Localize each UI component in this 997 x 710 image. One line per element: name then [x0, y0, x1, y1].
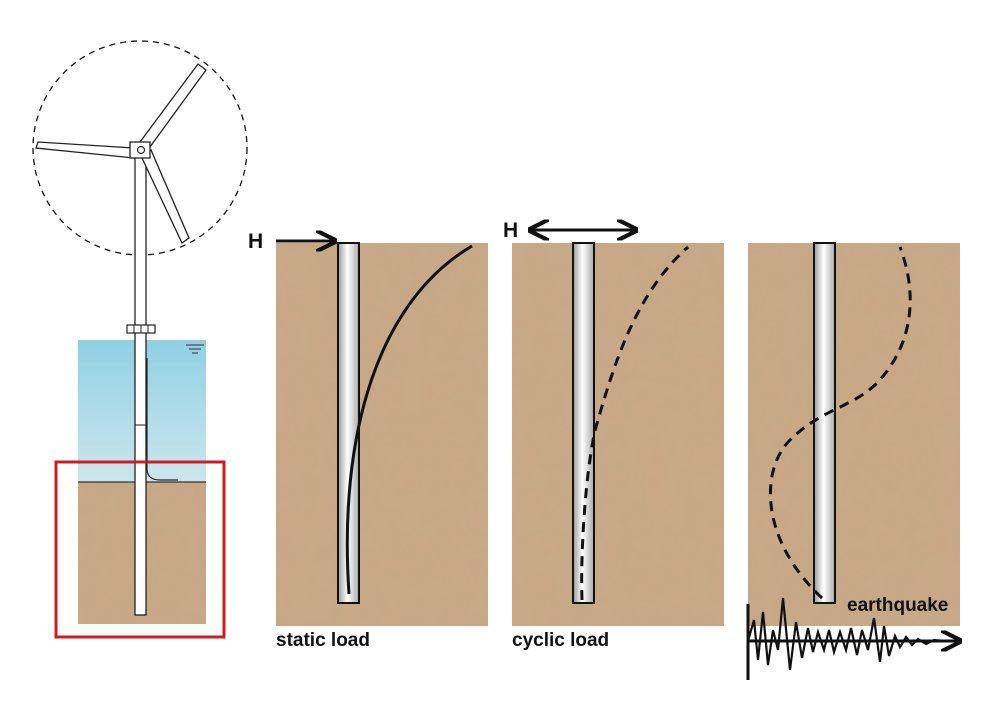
cable: [146, 358, 178, 481]
static-load-label: static load: [276, 630, 370, 651]
force-label-static: H: [248, 230, 264, 253]
cyclic-load-panel: [512, 230, 724, 626]
cyclic-load-label: cyclic load: [512, 630, 610, 651]
deflection-curve-earthquake: [768, 246, 912, 600]
static-load-panel: [276, 241, 488, 626]
wind-turbine-icon: [32, 40, 248, 624]
water-level-icon: [186, 344, 204, 354]
earthquake-panel: [746, 242, 960, 680]
rotor-blades: [35, 63, 207, 244]
deflection-curve-static: [345, 244, 473, 595]
seismic-wave-icon: [746, 597, 958, 680]
force-label-cyclic: H: [503, 219, 519, 242]
pile: [572, 242, 595, 604]
highlight-box: [54, 460, 226, 639]
pile: [813, 242, 836, 604]
tower-monopile: [134, 154, 147, 616]
earthquake-label: earthquake: [847, 595, 949, 616]
